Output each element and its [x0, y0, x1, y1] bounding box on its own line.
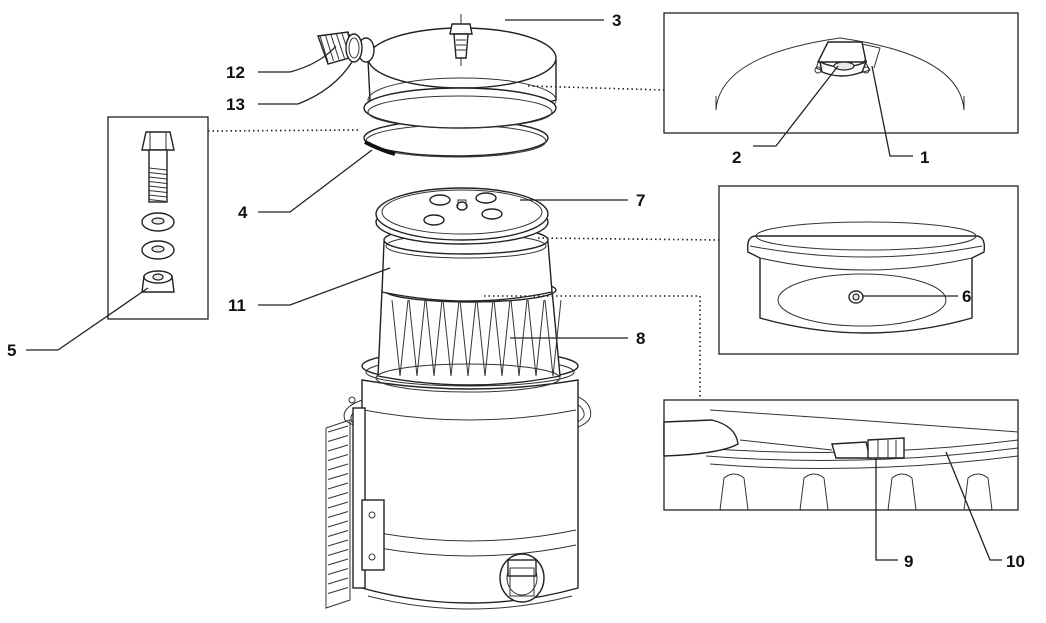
filter-lid-7: [375, 187, 549, 245]
callout-5: 5: [7, 341, 16, 360]
hose-clip-13: [345, 33, 363, 63]
callout-12: 12: [226, 63, 245, 82]
callout-labels: 12 13 3 2 1 4 5 7 11 6 8 9 10: [7, 11, 1025, 571]
callout-1: 1: [920, 148, 929, 167]
wall-mount-plate: [325, 419, 351, 609]
inset-filter-base-detail: [718, 185, 1019, 355]
callout-9: 9: [904, 552, 913, 571]
callout-7: 7: [636, 191, 645, 210]
callout-8: 8: [636, 329, 645, 348]
callout-13: 13: [226, 95, 245, 114]
inlet-port: [499, 553, 545, 603]
top-cover-3: [357, 14, 557, 129]
leader-lines: [26, 19, 1002, 561]
callout-2: 2: [732, 148, 741, 167]
callout-11: 11: [228, 296, 246, 315]
callout-3: 3: [612, 11, 621, 30]
callout-6: 6: [962, 287, 971, 306]
hose-12: [317, 31, 357, 65]
inset-seal-detail: [663, 399, 1019, 511]
callout-10: 10: [1006, 552, 1025, 571]
dotted-connectors: [207, 85, 720, 400]
callout-4: 4: [238, 203, 248, 222]
container-body: [325, 349, 592, 610]
inset-knob-detail: [663, 12, 1019, 134]
hardware-inset-5: [107, 116, 209, 320]
